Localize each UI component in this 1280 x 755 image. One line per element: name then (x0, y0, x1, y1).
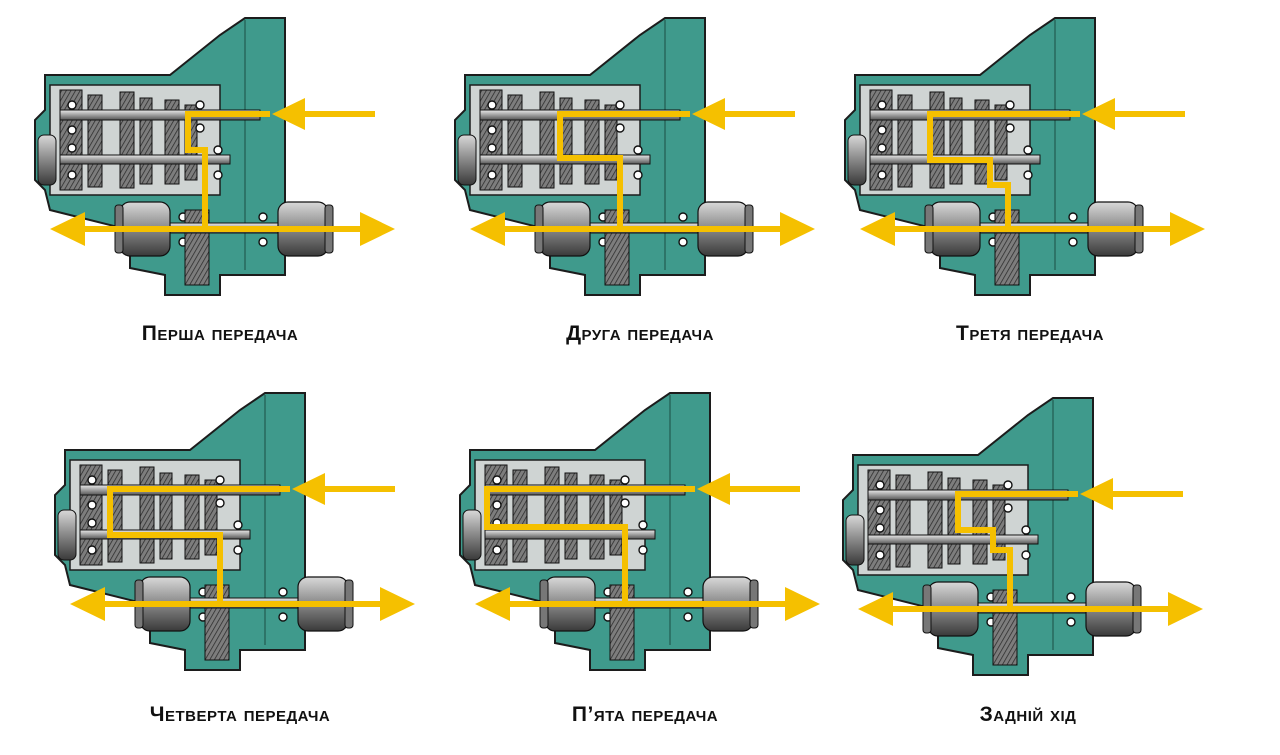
power-flow-path (557, 111, 690, 229)
power-flow-path (927, 111, 1080, 229)
caption-second-gear: Друга передача (566, 322, 714, 345)
power-flow-path (955, 491, 1078, 609)
diagram-fourth-gear: Четверта передача (40, 385, 440, 750)
caption-first-gear: Перша передача (141, 322, 299, 345)
caption-third-gear: Третя передача (956, 322, 1104, 345)
power-flow-path (185, 111, 270, 229)
gearbox-reverse-illustration (842, 397, 1203, 676)
diagram-second-gear: Друга передача (440, 10, 840, 375)
diagram-first-gear: Перша передача (20, 10, 420, 375)
gearbox-second-gear-illustration (454, 17, 815, 296)
diagram-third-gear: Третя передача (830, 10, 1230, 375)
gearbox-first-gear-illustration (34, 17, 395, 296)
diagram-fifth-gear: П’ята передача (445, 385, 845, 750)
gearbox-fifth-gear-illustration (459, 392, 820, 671)
diagram-reverse-gear: Задній хід (828, 390, 1228, 755)
power-flow-path (107, 486, 290, 604)
caption-fifth-gear: П’ята передача (571, 703, 719, 726)
gearbox-fourth-gear-illustration (54, 392, 415, 671)
caption-reverse: Задній хід (979, 703, 1077, 726)
gearbox-third-gear-illustration (844, 17, 1205, 296)
caption-fourth-gear: Четверта передача (149, 703, 331, 726)
power-flow-path (484, 486, 695, 604)
